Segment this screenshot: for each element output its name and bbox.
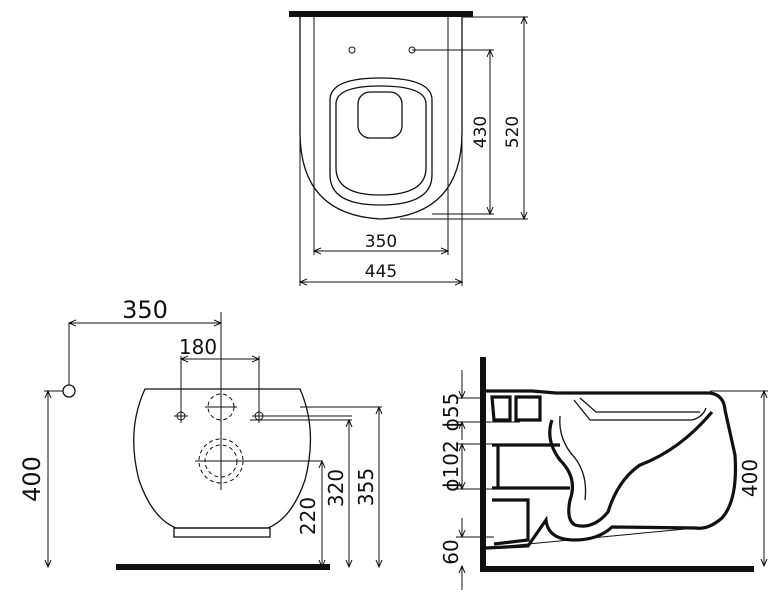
front-waste-pipe bbox=[62, 384, 76, 398]
side-view-base-block bbox=[492, 498, 530, 546]
top-hole-depth-label: 430 bbox=[471, 116, 491, 148]
side-view-outlet-pipe bbox=[492, 443, 570, 490]
top-view-seat-inner bbox=[335, 85, 427, 196]
top-outer-width-label: 445 bbox=[365, 262, 397, 282]
top-view-wall bbox=[289, 11, 473, 17]
front-waste-height-label: 400 bbox=[18, 456, 46, 502]
front-view: 350 180 400 220 320 355 bbox=[18, 296, 382, 570]
side-view-inlet-connector bbox=[490, 395, 512, 422]
side-view-wall bbox=[480, 357, 486, 572]
top-view: 350 445 430 520 bbox=[289, 11, 528, 286]
side-view-rim bbox=[573, 399, 707, 421]
front-view-floor bbox=[116, 564, 330, 570]
side-view-base-line bbox=[485, 527, 697, 549]
side-view-floor bbox=[480, 566, 754, 572]
front-view-base bbox=[173, 527, 271, 538]
side-rim-height-label: 400 bbox=[738, 459, 762, 497]
side-view-rim-inner bbox=[579, 397, 700, 413]
side-view: ϕ55 ϕ102 60 400 bbox=[439, 357, 768, 590]
front-waste-offset-label: 350 bbox=[122, 296, 168, 324]
side-view-inlet-pipe bbox=[514, 395, 542, 422]
front-top-height-label: 355 bbox=[354, 468, 378, 506]
top-total-depth-label: 520 bbox=[503, 116, 523, 148]
front-outlet-height-label: 320 bbox=[324, 469, 348, 507]
side-inlet-diameter-label: ϕ55 bbox=[439, 393, 463, 432]
side-view-bowl-inner bbox=[548, 410, 714, 528]
front-view-bowl-outline bbox=[133, 388, 312, 529]
top-view-inner-sides bbox=[313, 17, 449, 150]
side-view-trap bbox=[559, 415, 587, 501]
front-bolt-spacing-label: 180 bbox=[179, 335, 217, 359]
top-view-bolt-hole-left bbox=[348, 46, 356, 54]
side-base-offset-label: 60 bbox=[439, 539, 463, 564]
side-view-body-outline bbox=[485, 389, 738, 550]
top-view-bowl-opening bbox=[357, 91, 403, 139]
front-inlet-height-label: 220 bbox=[296, 497, 320, 535]
top-view-bowl-outline bbox=[299, 17, 463, 220]
top-view-seat-outer bbox=[329, 77, 433, 206]
side-outlet-diameter-label: ϕ102 bbox=[439, 440, 463, 491]
top-inner-width-label: 350 bbox=[365, 232, 397, 252]
